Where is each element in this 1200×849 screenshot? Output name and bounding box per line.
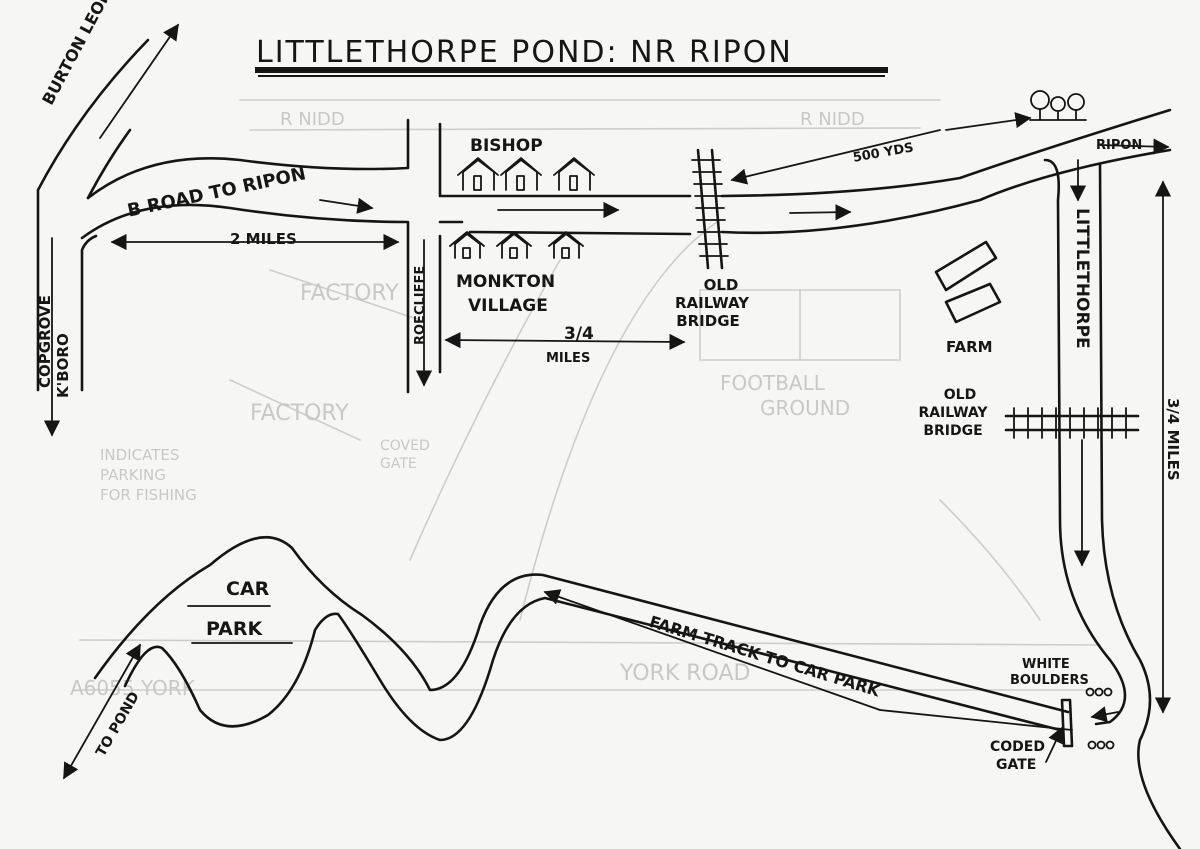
- label-littlethorpe: Littlethorpe: [1072, 208, 1092, 349]
- label-coded: Coded: [990, 739, 1045, 755]
- three-quarter-mile-arrow-a: [444, 332, 686, 350]
- label-gate: Gate: [996, 757, 1037, 773]
- b-road: [80, 108, 1172, 394]
- b-road-arrow-1: [319, 197, 374, 214]
- label-miles: Miles: [546, 351, 591, 366]
- label-bridge-2: Bridge: [923, 423, 983, 439]
- svg-text:YORK ROAD: YORK ROAD: [619, 661, 750, 686]
- house-icons-monkton: [449, 231, 584, 259]
- svg-text:COVED: COVED: [380, 438, 430, 454]
- svg-text:FACTORY: FACTORY: [300, 281, 399, 306]
- label-three-quarter-miles: 3/4 Miles: [1164, 398, 1182, 481]
- label-village: Village: [468, 296, 548, 316]
- label-railway-2: Railway: [918, 405, 988, 421]
- label-old-2: Old: [943, 387, 977, 403]
- label-bishop: Bishop: [470, 136, 543, 156]
- label-copgrove: Copgrove: [36, 295, 54, 388]
- label-park: Park: [206, 618, 263, 640]
- b-road-arrow-3: [789, 204, 852, 221]
- svg-text:R NIDD: R NIDD: [280, 109, 345, 130]
- label-ripon: Ripon: [1096, 138, 1143, 153]
- ripon-arrow: [1099, 138, 1170, 155]
- svg-text:PARKING: PARKING: [100, 466, 166, 484]
- railway-bridge-right: [1004, 407, 1140, 439]
- svg-text:GROUND: GROUND: [760, 396, 850, 420]
- svg-text:GATE: GATE: [380, 456, 417, 472]
- label-monkton: Monkton: [456, 272, 556, 292]
- title-underline: [255, 67, 888, 77]
- svg-text:FACTORY: FACTORY: [250, 401, 349, 426]
- svg-text:FOOTBALL: FOOTBALL: [720, 371, 826, 395]
- label-bridge: Bridge: [676, 312, 740, 330]
- svg-text:R NIDD: R NIDD: [800, 109, 865, 130]
- label-old: Old: [703, 276, 739, 294]
- label-three-quarter: 3/4: [564, 324, 594, 344]
- show-through-ghost: R NIDD R NIDD FACTORY FACTORY FOOTBALL G…: [70, 99, 1101, 700]
- five-hundred-yds-arrow-a: [730, 129, 941, 185]
- label-kboro: K'boro: [54, 333, 72, 398]
- railway-bridge-top: [691, 148, 729, 270]
- label-roecliffe: Roecliffe: [413, 265, 428, 345]
- svg-text:INDICATES: INDICATES: [100, 446, 179, 464]
- white-boulders-icon: [1085, 687, 1115, 750]
- label-farm: Farm: [946, 338, 993, 356]
- label-boulders: Boulders: [1010, 673, 1089, 688]
- copgrove-road: [36, 23, 179, 437]
- farm-buildings-icon: [934, 240, 1002, 324]
- coded-gate-icon: [1045, 698, 1074, 763]
- house-icons-bishop: [457, 157, 595, 191]
- svg-text:FOR FISHING: FOR FISHING: [100, 486, 197, 504]
- map-title: Littlethorpe Pond: Nr Ripon: [256, 35, 793, 70]
- label-white: White: [1022, 657, 1070, 672]
- label-two-miles: 2 Miles: [230, 230, 297, 248]
- label-railway: Railway: [674, 294, 750, 312]
- trees-icon: [1029, 90, 1087, 121]
- littlethorpe-road: [1043, 158, 1182, 849]
- label-car: Car: [226, 578, 270, 600]
- five-hundred-yds-arrow-b: [945, 112, 1032, 131]
- car-park-outline: [63, 535, 1073, 780]
